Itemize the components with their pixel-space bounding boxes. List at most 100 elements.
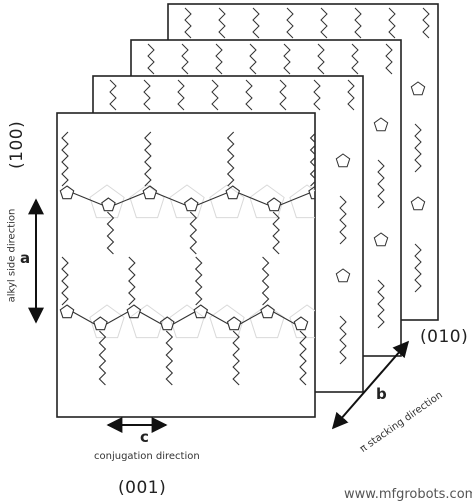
axis-label-a: a	[20, 249, 31, 267]
alkyl-chain	[252, 7, 260, 39]
alkyl-chain	[249, 43, 257, 75]
alkyl-chain	[165, 330, 174, 386]
thiophene-ring	[209, 184, 245, 219]
alkyl-chain	[313, 79, 321, 111]
label-100: (100)	[7, 120, 27, 169]
axis-label-c: c	[140, 428, 149, 446]
alkyl-chain	[385, 43, 393, 75]
thiophene-ring	[183, 197, 199, 212]
thiophene-ring	[226, 316, 242, 331]
alkyl-chain	[245, 79, 253, 111]
label-alkyl-side-direction: alkyl side direction	[6, 208, 18, 303]
alkyl-chain	[414, 123, 422, 173]
alkyl-chain	[147, 43, 155, 75]
alkyl-chain	[177, 79, 185, 111]
alkyl-chain	[279, 79, 287, 111]
thiophene-ring	[373, 232, 389, 247]
watermark: www.mfgrobots.com	[344, 487, 472, 502]
thiophene-ring	[373, 117, 389, 132]
alkyl-chain	[106, 211, 115, 255]
alkyl-chain	[189, 211, 198, 255]
thiophene-ring	[249, 184, 285, 219]
backbone-bond	[279, 192, 310, 206]
backbone-bond	[197, 192, 227, 206]
alkyl-chain	[215, 43, 223, 75]
alkyl-chain	[377, 159, 385, 209]
thiophene-ring	[101, 197, 116, 212]
alkyl-chain	[347, 79, 355, 111]
sheet-border	[56, 112, 316, 418]
alkyl-chain	[181, 43, 189, 75]
label-conjugation-direction: conjugation direction	[94, 451, 200, 462]
thiophene-ring	[289, 184, 315, 219]
thiophene-ring	[159, 316, 175, 331]
alkyl-chain	[109, 79, 117, 111]
backbone-bond	[72, 192, 103, 206]
thiophene-ring	[126, 304, 142, 319]
backbone-bond	[238, 192, 269, 206]
thiophene-ring	[169, 184, 205, 219]
thiophene-ring	[293, 316, 309, 331]
alkyl-chain	[320, 7, 328, 39]
alkyl-chain	[272, 211, 280, 255]
thiophene-ring	[193, 304, 209, 319]
alkyl-chain	[61, 131, 69, 187]
stacked-sheets	[56, 3, 439, 418]
alkyl-chain	[283, 43, 291, 75]
alkyl-chain	[128, 256, 136, 306]
alkyl-chain	[98, 330, 107, 386]
alkyl-chain	[286, 7, 294, 39]
thiophene-ring	[410, 196, 426, 211]
thiophene-ring	[266, 197, 282, 212]
thiophene-ring	[308, 185, 315, 200]
thiophene-ring	[225, 185, 241, 200]
direction-arrows	[28, 198, 410, 433]
alkyl-chain	[61, 256, 69, 306]
alkyl-chain	[184, 7, 192, 39]
backbone-bond	[239, 311, 262, 325]
thiophene-ring	[335, 268, 351, 283]
alkyl-chain	[299, 330, 307, 386]
backbone-bond	[139, 311, 162, 325]
backbone-bond	[173, 311, 195, 325]
alkyl-chain	[339, 195, 347, 245]
label-010: (010)	[420, 327, 469, 347]
alkyl-chain	[211, 79, 219, 111]
thiophene-ring	[93, 316, 108, 331]
alkyl-chain	[377, 279, 385, 329]
alkyl-chain	[232, 330, 240, 386]
axis-label-b: b	[376, 385, 387, 403]
alkyl-chain	[218, 7, 226, 39]
thiophene-ring	[169, 304, 205, 339]
backbone-bond	[72, 311, 95, 325]
arrow-b-pi-stacking	[331, 340, 410, 430]
backbone-bond	[155, 192, 186, 206]
alkyl-chain	[414, 243, 422, 293]
alkyl-chain	[351, 43, 359, 75]
thiophene-ring	[249, 304, 285, 339]
alkyl-chain	[388, 7, 396, 39]
alkyl-chain	[194, 256, 203, 306]
label-001: (001)	[118, 478, 167, 498]
thiophene-ring	[89, 184, 125, 219]
thiophene-ring	[289, 304, 315, 339]
sheet-front	[56, 112, 316, 418]
thiophene-ring	[142, 185, 158, 200]
alkyl-chain	[354, 7, 362, 39]
alkyl-chain	[143, 79, 151, 111]
thiophene-ring	[59, 304, 75, 319]
thiophene-ring	[129, 304, 165, 339]
thiophene-ring	[59, 185, 75, 200]
thiophene-ring	[260, 304, 275, 319]
alkyl-chain	[226, 131, 235, 187]
backbone-bond	[106, 311, 129, 325]
alkyl-chain	[317, 43, 325, 75]
backbone-bond	[114, 192, 145, 206]
alkyl-chain	[261, 256, 270, 306]
backbone-bond	[273, 311, 296, 325]
alkyl-chain	[144, 131, 152, 187]
thiophene-ring	[335, 153, 351, 168]
backbone-bond	[206, 311, 229, 325]
alkyl-chain	[422, 7, 430, 39]
